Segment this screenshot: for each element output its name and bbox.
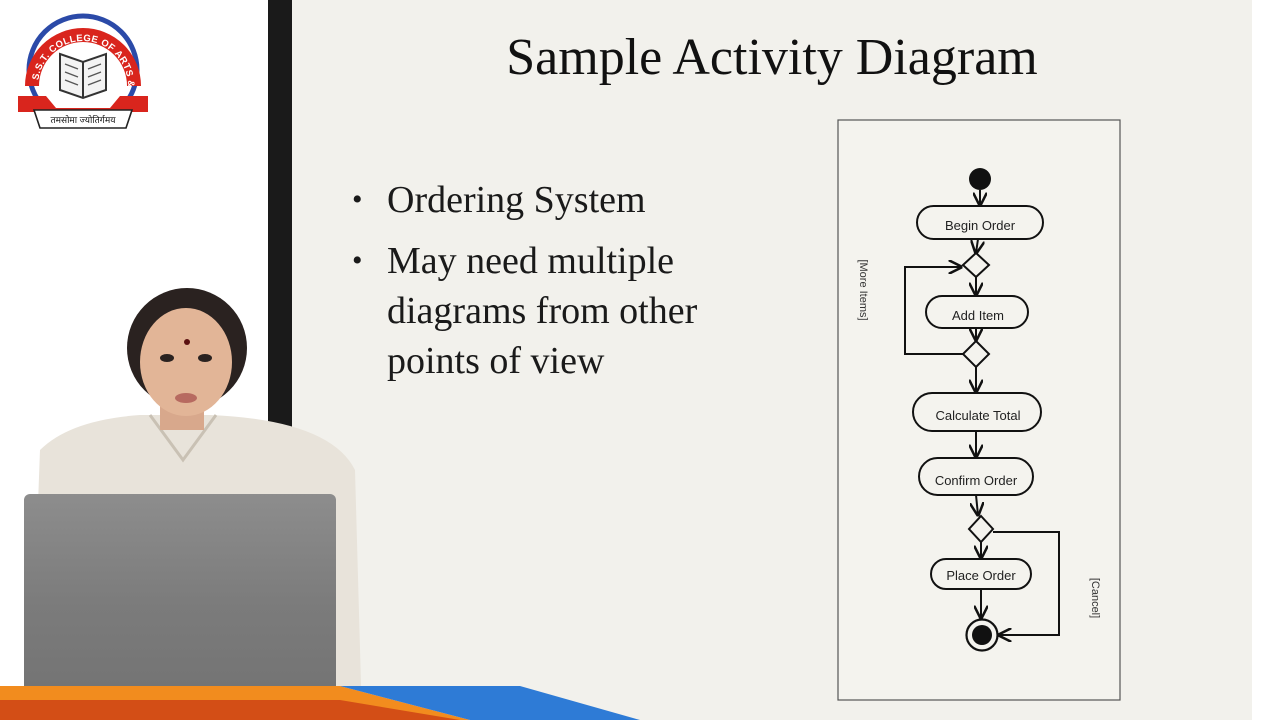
laptop bbox=[24, 494, 336, 700]
activity-label: Confirm Order bbox=[935, 473, 1018, 488]
presenter-face bbox=[140, 308, 232, 416]
right-margin bbox=[1252, 0, 1280, 720]
bullet-item: Ordering System bbox=[352, 175, 782, 225]
college-logo: S.S.T. COLLEGE OF ARTS & COMMERCE तमसोमा… bbox=[16, 6, 148, 129]
flow-arrow bbox=[976, 494, 978, 515]
activity-label: Place Order bbox=[946, 568, 1016, 583]
activity-label: Begin Order bbox=[945, 218, 1016, 233]
loop-arrow bbox=[904, 267, 963, 355]
initial-node bbox=[969, 168, 991, 190]
bullet-list: Ordering System May need multiple diagra… bbox=[352, 175, 782, 397]
activity-label: Add Item bbox=[952, 308, 1004, 323]
bullet-item: May need multiple diagrams from other po… bbox=[352, 236, 782, 386]
presentation-slide: Sample Activity Diagram Ordering System … bbox=[292, 0, 1252, 720]
activity-diagram: Begin Order Add Item [More Items] Calcul… bbox=[837, 119, 1121, 701]
cancel-arrow bbox=[993, 531, 1060, 635]
desk-graphic bbox=[0, 686, 640, 720]
activity-label: Calculate Total bbox=[935, 408, 1020, 423]
final-node-core bbox=[972, 625, 992, 645]
logo-motto: तमसोमा ज्योतिर्गमय bbox=[51, 114, 117, 125]
guard-more-items: [More Items] bbox=[857, 259, 869, 320]
flow-arrow bbox=[976, 238, 978, 253]
book-icon bbox=[59, 52, 107, 100]
slide-title: Sample Activity Diagram bbox=[506, 29, 1038, 86]
guard-cancel: [Cancel] bbox=[1089, 578, 1101, 618]
activity-begin-order bbox=[916, 205, 1044, 240]
